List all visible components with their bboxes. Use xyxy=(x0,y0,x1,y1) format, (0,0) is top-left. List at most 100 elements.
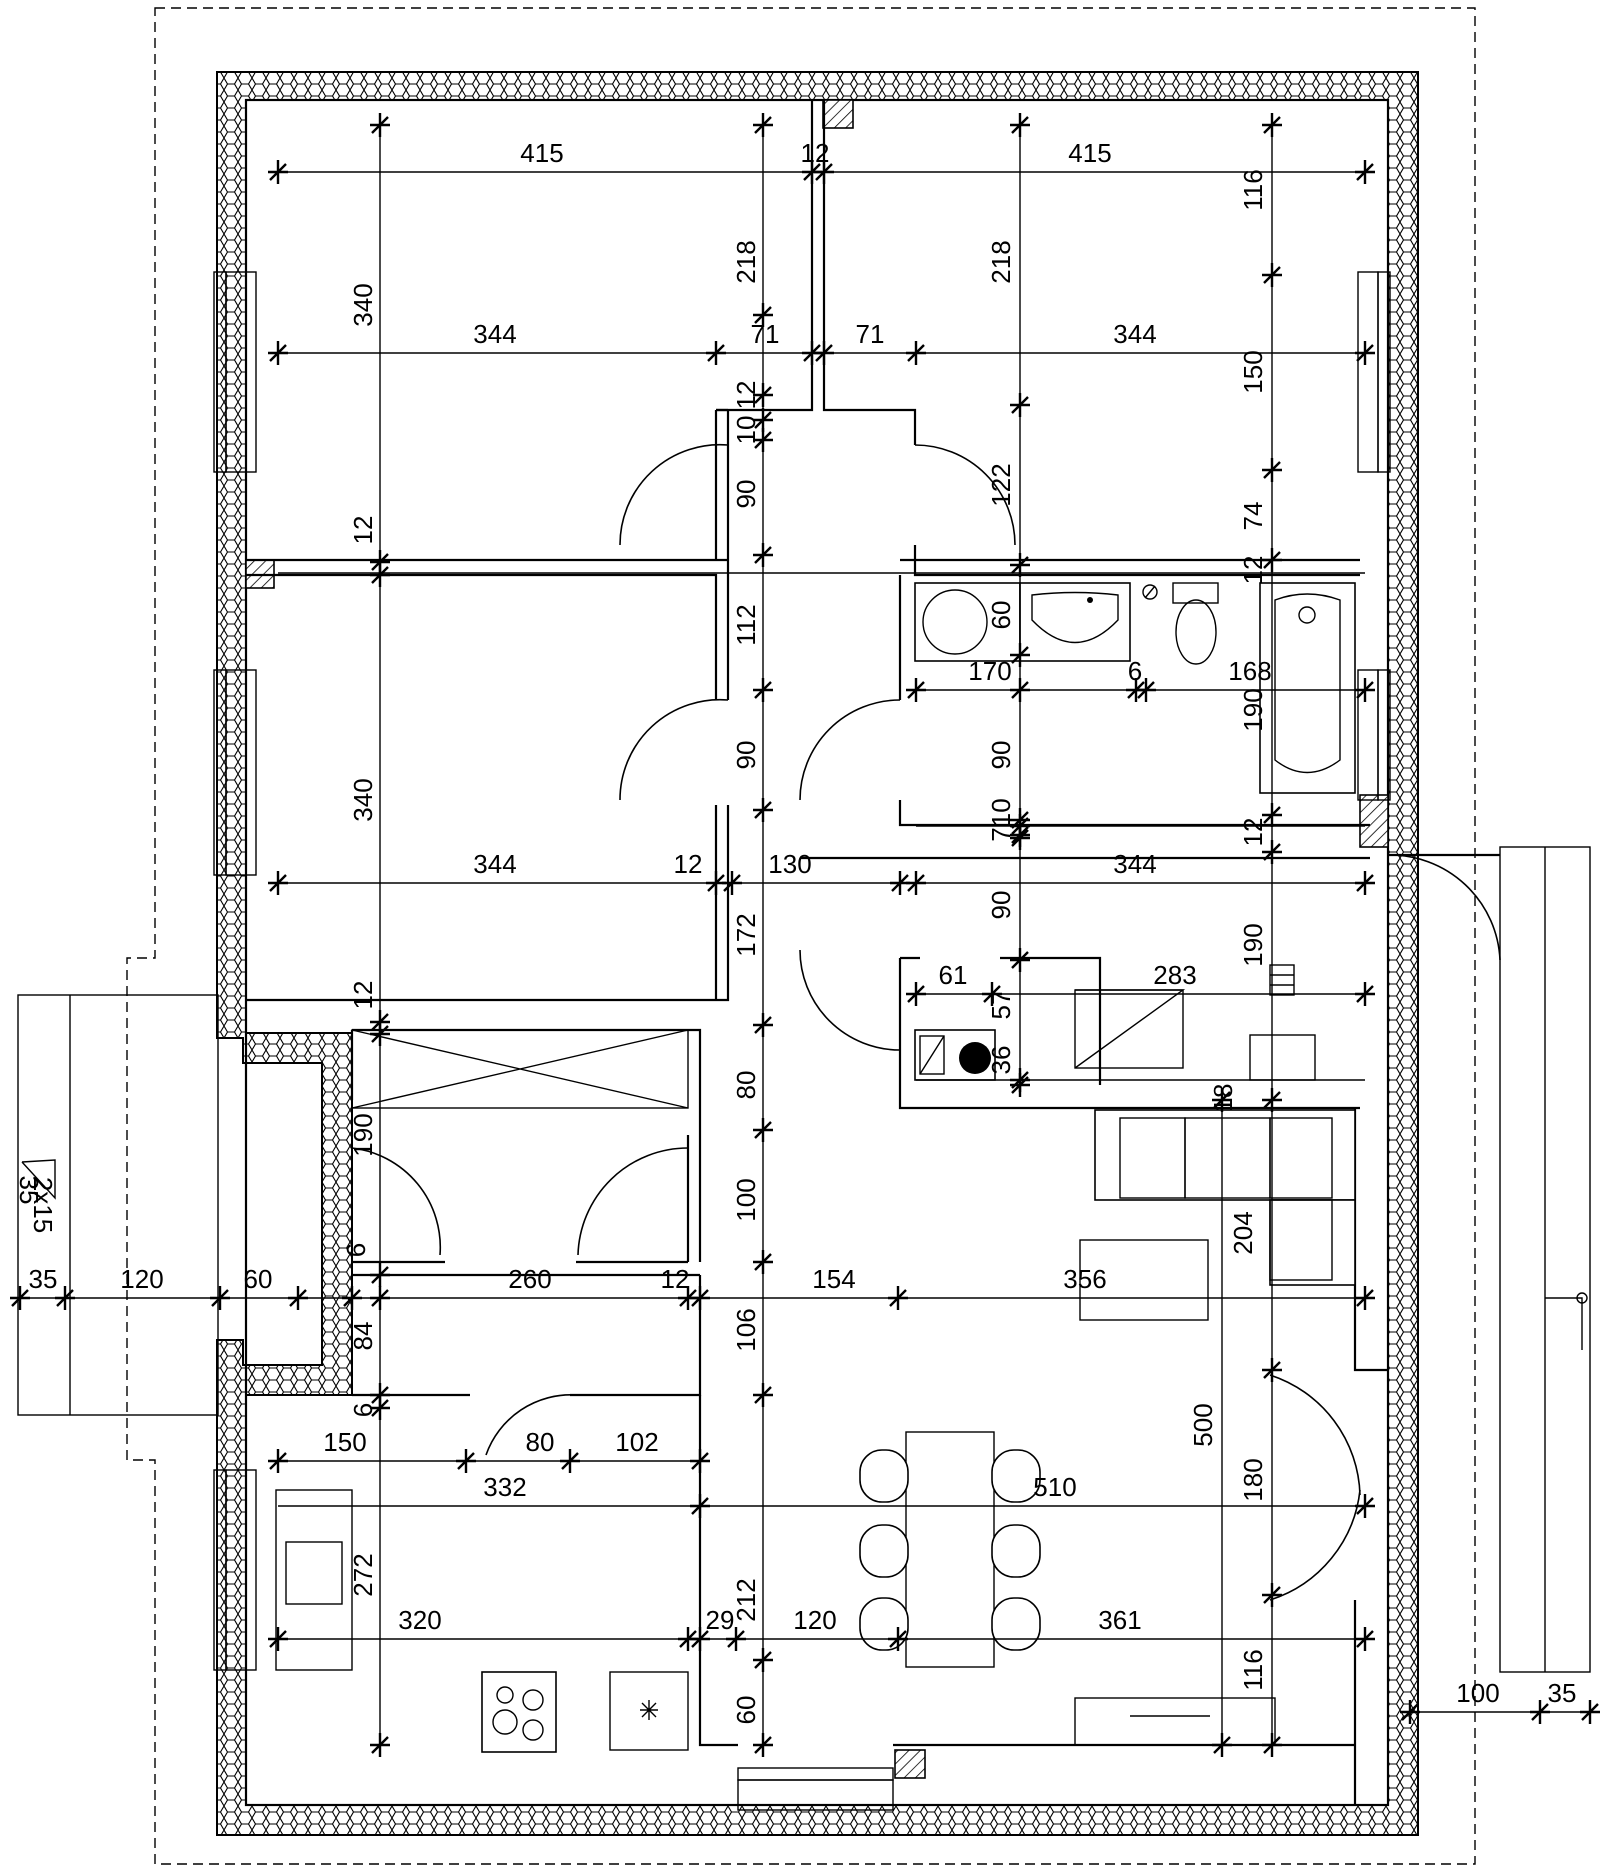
dimension-label: 12 xyxy=(1238,556,1268,585)
dimension-label: 120 xyxy=(120,1264,163,1294)
column-top xyxy=(822,99,854,129)
dimension-label: 18 xyxy=(1208,1084,1238,1113)
dining-chairs xyxy=(859,1449,1041,1651)
dimension-tick xyxy=(1010,393,1030,417)
oven xyxy=(609,1671,689,1751)
dimension-label: 218 xyxy=(731,240,761,283)
dimension-tick xyxy=(1212,1088,1232,1112)
dimension-tick xyxy=(906,341,926,365)
dimension-tick xyxy=(726,1627,746,1651)
dimension-label: 35 xyxy=(14,1176,44,1205)
kitchen-counter xyxy=(275,1489,353,1671)
dimension-tick xyxy=(1262,1733,1282,1757)
dimension-tick xyxy=(1262,1583,1282,1607)
dimension-tick xyxy=(888,1627,908,1651)
dimension-tick xyxy=(1010,643,1030,667)
dimension-label: 60 xyxy=(986,601,1016,630)
dimension-label: 90 xyxy=(731,741,761,770)
dimension-label: 415 xyxy=(520,138,563,168)
dimension-tick xyxy=(10,1286,30,1310)
dimension-label: 168 xyxy=(1228,656,1271,686)
dimension-label: 510 xyxy=(1033,1472,1076,1502)
dimension-tick xyxy=(268,160,288,184)
dimension-label: 36 xyxy=(986,1046,1016,1075)
dimension-label: 6 xyxy=(1128,656,1142,686)
dimension-tick xyxy=(1136,678,1156,702)
dimension-label: 710 xyxy=(986,798,1016,841)
dimension-label: 154 xyxy=(812,1264,855,1294)
stair-hatch xyxy=(1269,964,1295,996)
dimension-tick xyxy=(1262,113,1282,137)
dimension-label: 150 xyxy=(323,1427,366,1457)
dimension-tick xyxy=(370,1396,390,1420)
dimension-tick xyxy=(1010,823,1030,847)
dimension-tick xyxy=(268,1627,288,1651)
bathtub xyxy=(1259,582,1356,794)
dimension-label: 344 xyxy=(1113,849,1156,879)
dimension-label: 272 xyxy=(348,1553,378,1596)
dimension-tick xyxy=(1355,982,1375,1006)
dimension-tick xyxy=(370,113,390,137)
coffee-table xyxy=(1079,1239,1209,1321)
dimension-label: 344 xyxy=(473,319,516,349)
dimension-label: 12 xyxy=(1238,818,1268,847)
dimension-label: 35 xyxy=(29,1264,58,1294)
dimension-tick xyxy=(906,871,926,895)
dimension-tick xyxy=(370,563,390,587)
dimension-tick xyxy=(690,1627,710,1651)
dimension-label: 100 xyxy=(731,1178,761,1221)
dimension-tick xyxy=(1355,1286,1375,1310)
dimension-tick xyxy=(690,1286,710,1310)
dimension-label: 100 xyxy=(1456,1678,1499,1708)
dimension-label: 35 xyxy=(1548,1678,1577,1708)
dimension-label: 204 xyxy=(1228,1211,1258,1254)
dimension-label: 122 xyxy=(986,463,1016,506)
dimension-label: 283 xyxy=(1153,960,1196,990)
dimension-label: 356 xyxy=(1063,1264,1106,1294)
dimension-label: 190 xyxy=(1238,688,1268,731)
dimension-tick xyxy=(1400,1700,1420,1724)
dimension-tick xyxy=(1262,1088,1282,1112)
doors xyxy=(351,443,1501,1601)
dimension-tick xyxy=(814,341,834,365)
dimension-label: 12 xyxy=(348,981,378,1010)
wall-interior-line xyxy=(244,98,1390,1807)
dimension-tick xyxy=(1262,458,1282,482)
dimension-label: 12 xyxy=(661,1264,690,1294)
dining-table xyxy=(905,1431,995,1668)
dimension-label: 344 xyxy=(1113,319,1156,349)
fridge-cabinet xyxy=(1074,1697,1276,1746)
dimension-tick xyxy=(982,982,1002,1006)
dimension-label: 60 xyxy=(731,1696,761,1725)
dimension-label: 120 xyxy=(793,1605,836,1635)
dimension-label: 190 xyxy=(1238,923,1268,966)
dimension-tick xyxy=(370,1263,390,1287)
dimension-label: 6 xyxy=(341,1243,371,1257)
dimension-label: 10 xyxy=(731,416,761,445)
dimension-tick xyxy=(753,1648,773,1672)
dimension-tick xyxy=(753,543,773,567)
dimension-tick xyxy=(1010,678,1030,702)
column-right xyxy=(1359,794,1389,848)
dimension-label: 500 xyxy=(1188,1403,1218,1446)
dimension-tick xyxy=(753,1013,773,1037)
dimension-tick xyxy=(55,1286,75,1310)
laundry-sink xyxy=(1249,1034,1316,1081)
dimension-label: 180 xyxy=(1238,1458,1268,1501)
dimension-tick xyxy=(906,982,926,1006)
dimension-ticks xyxy=(10,113,1600,1757)
dimension-tick xyxy=(753,1118,773,1142)
dimension-tick xyxy=(1355,341,1375,365)
dimension-tick xyxy=(753,798,773,822)
dimension-label: 190 xyxy=(348,1113,378,1156)
dimension-tick xyxy=(1530,1700,1550,1724)
dimension-label: 60 xyxy=(244,1264,273,1294)
dimension-tick xyxy=(1262,840,1282,864)
dimension-label: 320 xyxy=(398,1605,441,1635)
toilet xyxy=(1172,582,1219,604)
dimension-label: 172 xyxy=(731,913,761,956)
dimension-label: 340 xyxy=(348,778,378,821)
dimension-tick xyxy=(288,1286,308,1310)
dimension-tick xyxy=(1262,263,1282,287)
dimension-tick xyxy=(1355,871,1375,895)
